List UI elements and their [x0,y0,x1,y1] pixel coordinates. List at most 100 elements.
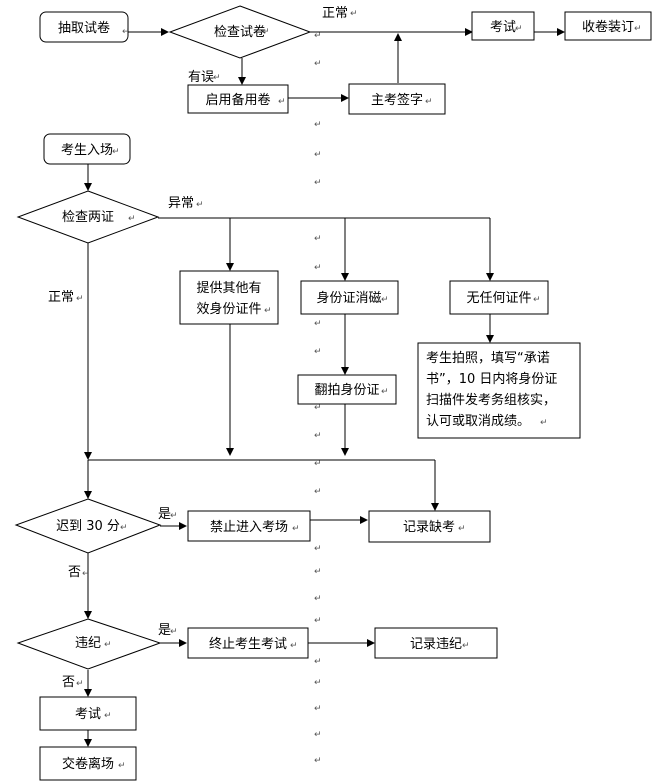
no-id-note-line1: 考生拍照，填写“承诺 [426,351,550,366]
submit-leave-label: 交卷离场 [62,756,114,772]
paragraph-mark: ↵ [314,319,322,329]
other-id-label-line2: 效身份证件 [196,301,261,317]
draw-papers-box [39,11,129,43]
paragraph-mark: ↵ [112,147,120,157]
paragraph-mark: ↵ [76,294,84,304]
exam-bottom-box [39,696,137,731]
late30-diamond [14,498,162,554]
paragraph-mark: ↵ [128,214,136,224]
paragraph-mark: ↵ [104,711,112,721]
paragraph-mark: ↵ [314,567,322,577]
paragraph-mark: ↵ [314,234,322,244]
paragraph-mark: ↵ [314,459,322,469]
copy-id-label: 翻拍身份证 [314,382,379,398]
paragraph-mark: ↵ [381,387,389,397]
violation-diamond [16,618,162,670]
paragraph-mark: ↵ [76,679,84,689]
paragraph-mark: ↵ [425,97,433,107]
edge-label-yes-late: 是 [158,507,171,522]
paragraph-mark: ↵ [381,295,389,305]
paragraph-mark: ↵ [278,97,286,107]
paragraph-mark: ↵ [314,403,322,413]
paragraph-mark: ↵ [314,347,322,357]
edge-label-abnormal: 异常 [168,196,194,211]
copy-id-box [297,374,397,405]
submit-leave-box [39,746,137,781]
record-violation-box [374,627,498,659]
paragraph-mark: ↵ [314,657,322,667]
paragraph-mark: ↵ [118,761,126,771]
candidate-enter-box [43,133,131,165]
paragraph-mark: ↵ [533,295,541,305]
paragraph-marks: ↵ ↵ ↵ ↵ ↵ ↵ ↵ ↵ ↵ ↵ ↵ ↵ ↵ ↵ ↵ ↵ ↵ ↵ ↵ ↵ … [76,9,642,771]
exam-top-label: 考试 [490,20,516,35]
edge-label-normal-left: 正常 [48,290,74,305]
edge-label-no-violation: 否 [62,675,75,690]
use-backup-box [187,84,289,114]
paragraph-mark: ↵ [314,178,322,188]
paragraph-mark: ↵ [314,544,322,554]
other-id-label-line1: 提供其他有 [196,280,261,296]
no-id-note-line2: 书”，10 日内将身份证 [426,371,557,387]
check-papers-label: 检查试卷 [214,24,266,40]
paragraph-mark: ↵ [213,73,221,83]
paragraph-mark: ↵ [262,27,270,37]
use-backup-label: 启用备用卷 [205,92,270,108]
record-violation-label: 记录违纪 [410,637,462,652]
connectors [84,28,565,747]
check-ids-diamond [16,190,160,244]
paragraph-mark: ↵ [170,511,178,521]
no-id-label: 无任何证件 [466,290,531,306]
paragraph-mark: ↵ [196,200,204,210]
check-papers-diamond [168,5,312,59]
violation-label: 违纪 [75,636,101,651]
paragraph-mark: ↵ [314,59,322,69]
collect-bind-label: 收卷装订 [582,19,634,35]
terminate-exam-box [187,627,309,659]
edge-label-error: 有误 [188,70,214,85]
paragraph-mark: ↵ [634,24,642,34]
paragraph-mark: ↵ [458,524,466,534]
paragraph-mark: ↵ [120,523,128,533]
paragraph-mark: ↵ [104,640,112,650]
terminate-exam-label: 终止考生考试 [209,636,287,652]
edge-label-no-late: 否 [68,565,81,580]
paragraph-mark: ↵ [82,569,90,579]
no-entry-box [187,510,311,542]
paragraph-mark: ↵ [264,306,272,316]
paragraph-mark: ↵ [292,524,300,534]
no-id-note-line4: 认可或取消成绩。 [426,414,530,429]
edge-label-normal-top: 正常 [322,6,348,21]
exam-bottom-label: 考试 [75,707,101,722]
paragraph-mark: ↵ [290,641,298,651]
paragraph-mark: ↵ [462,641,470,651]
other-id-box [179,270,279,325]
check-ids-label: 检查两证 [62,210,114,225]
id-demag-label: 身份证消磁 [316,290,381,306]
id-demag-box [300,280,399,315]
no-entry-label: 禁止进入考场 [210,520,288,535]
paragraph-mark: ↵ [170,627,178,637]
no-id-box [449,280,549,315]
no-id-note-box [417,342,581,439]
paragraph-mark: ↵ [314,263,322,273]
paragraph-mark: ↵ [540,418,548,428]
paragraph-mark: ↵ [314,730,322,740]
paragraph-mark: ↵ [314,704,322,714]
late30-label: 迟到 30 分 [56,519,120,534]
paragraph-mark: ↵ [314,120,322,130]
record-absent-label: 记录缺考 [403,520,455,535]
draw-papers-label: 抽取试卷 [58,20,110,36]
paragraph-mark: ↵ [314,594,322,604]
examiner-sign-box [348,83,446,115]
paragraph-mark: ↵ [314,616,322,626]
paragraph-mark: ↵ [314,31,322,41]
paragraph-mark: ↵ [314,756,322,766]
paragraph-mark: ↵ [314,487,322,497]
exam-top-box [471,11,535,41]
paragraph-mark: ↵ [122,27,130,37]
candidate-enter-label: 考生入场 [61,143,113,158]
edge-label-yes-violation: 是 [158,623,171,638]
no-id-note-line3: 扫描件发考务组核实， [426,392,556,408]
